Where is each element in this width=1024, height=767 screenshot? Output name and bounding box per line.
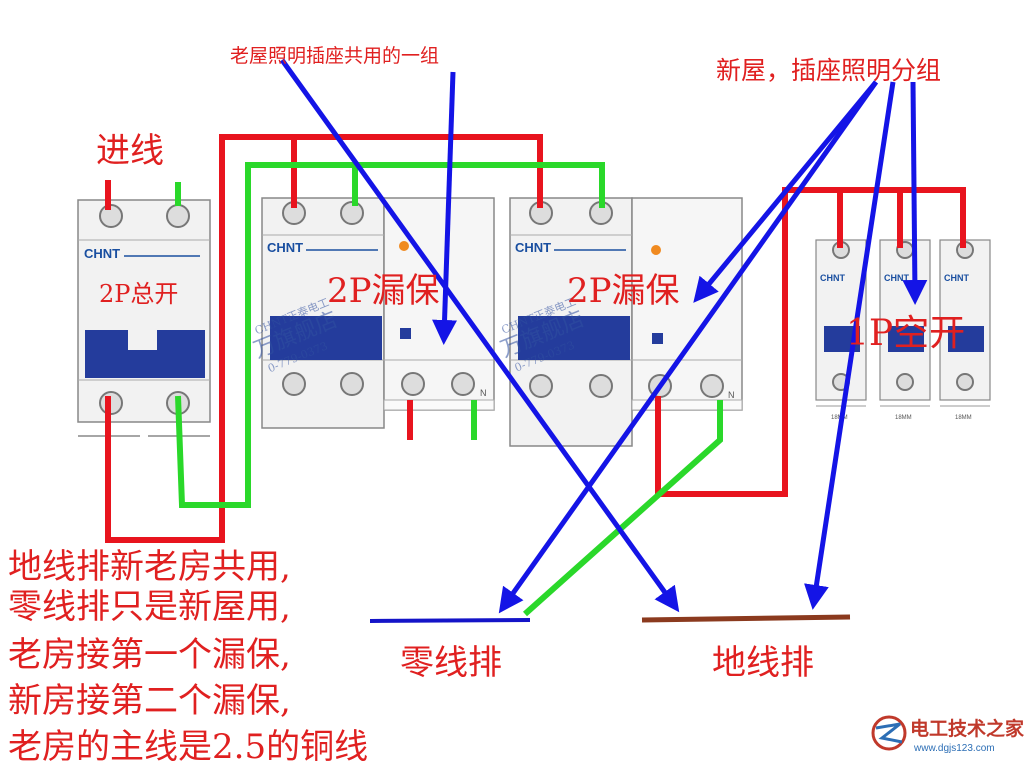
- note-line: 老房接第一个漏保,: [8, 635, 291, 675]
- label-new-house-group: 新屋，插座照明分组: [716, 56, 941, 85]
- note-line: 新房接第二个漏保,: [8, 681, 291, 721]
- neutral-bar: [369, 618, 531, 623]
- breaker-1p-c: CHNT 18MM: [939, 239, 991, 421]
- rcd-1: CHNT N: [261, 197, 495, 429]
- label-incoming: 进线: [96, 131, 164, 171]
- brand-logo: CHNT: [267, 240, 303, 255]
- label-main-switch: 2P总开: [99, 280, 178, 308]
- n-mark: N: [728, 390, 735, 400]
- label-rcd-2: 2P漏保: [567, 271, 680, 311]
- pointer-arrows: [279, 58, 928, 614]
- brand-logo: CHNT: [944, 273, 969, 283]
- brand-logo: CHNT: [884, 273, 909, 283]
- size-mark: 18MM: [955, 415, 972, 421]
- brand-logo: CHNT: [515, 240, 551, 255]
- live-wires: [105, 134, 966, 543]
- neutral-wires: [175, 162, 723, 617]
- main-switch-2p: CHNT: [77, 199, 211, 437]
- note-line: 地线排新老房共用,: [8, 547, 291, 587]
- brand-logo: CHNT: [84, 246, 120, 261]
- label-breaker-1p: 1P空开: [846, 313, 965, 354]
- size-mark: 18MM: [895, 415, 912, 421]
- note-line: 零线排只是新屋用,: [8, 587, 291, 627]
- label-old-house-group: 老屋照明插座共用的一组: [230, 45, 439, 67]
- earth-bar: [641, 614, 851, 623]
- note-line: 老房的主线是2.5的铜线: [8, 727, 368, 767]
- label-rcd-1: 2P漏保: [327, 271, 440, 311]
- site-url: www.dgjs123.com: [913, 743, 995, 754]
- n-mark: N: [480, 388, 487, 398]
- brand-logo: CHNT: [820, 273, 845, 283]
- notes-block: 地线排新老房共用, 零线排只是新屋用, 老房接第一个漏保, 新房接第二个漏保, …: [8, 547, 368, 767]
- site-watermark: 电工技术之家 www.dgjs123.com: [871, 715, 1024, 754]
- site-name: 电工技术之家: [910, 717, 1024, 740]
- site-logo-icon: [871, 715, 907, 751]
- label-neutral-bar: 零线排: [400, 643, 502, 683]
- breaker-1p-b: CHNT 18MM: [879, 239, 931, 421]
- label-earth-bar: 地线排: [712, 643, 814, 683]
